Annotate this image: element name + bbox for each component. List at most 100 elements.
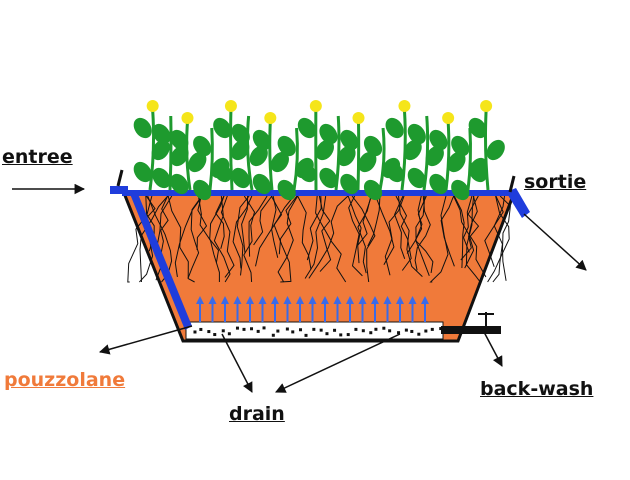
- gravel-dot: [354, 327, 358, 331]
- flow-arrow-head: [371, 296, 379, 304]
- gravel-dot: [319, 328, 323, 332]
- gravel-dot: [417, 332, 421, 336]
- label-entree: entree: [2, 146, 73, 168]
- leaf: [363, 135, 383, 157]
- plant-stem: [378, 127, 386, 191]
- leaf: [170, 129, 189, 151]
- root: [465, 195, 481, 283]
- plants: [133, 100, 505, 201]
- plant-roots: [127, 195, 511, 283]
- plant-stem: [246, 115, 254, 191]
- root: [357, 195, 372, 274]
- upflow-arrows: [196, 296, 429, 322]
- gravel-dot: [213, 333, 217, 337]
- flow-arrow-head: [308, 296, 317, 304]
- root: [255, 195, 295, 267]
- leaf: [151, 139, 170, 161]
- drain-arrow-1: [221, 333, 253, 393]
- root: [347, 195, 362, 264]
- root: [429, 195, 449, 283]
- plant-stem: [268, 121, 274, 191]
- flower: [480, 100, 493, 112]
- leaf: [319, 123, 338, 145]
- gravel-dot: [439, 327, 443, 331]
- gravel-dot: [304, 333, 308, 337]
- gravel-dot: [339, 333, 343, 337]
- root: [174, 195, 203, 277]
- root: [213, 195, 231, 283]
- leaf: [170, 145, 189, 167]
- plant-stem: [229, 109, 234, 191]
- plant-stem: [208, 127, 214, 191]
- leaf: [297, 117, 316, 139]
- leaf: [188, 151, 207, 173]
- root: [375, 195, 395, 266]
- leaf: [447, 151, 466, 173]
- leaf: [252, 173, 271, 195]
- flow-arrow-head: [271, 296, 279, 304]
- flow-arrow-head: [233, 296, 242, 304]
- gravel-dot: [369, 331, 373, 335]
- gravel-dot: [256, 329, 260, 333]
- leaf: [193, 135, 212, 157]
- flower: [309, 100, 322, 112]
- leaf: [133, 117, 152, 139]
- gravel-dot: [235, 326, 239, 330]
- root: [492, 195, 506, 283]
- gravel-dot: [227, 332, 231, 336]
- flower: [224, 100, 237, 112]
- gravel-dot: [250, 327, 254, 331]
- leaf: [407, 167, 426, 189]
- leaf: [231, 139, 250, 161]
- leaf: [277, 135, 296, 157]
- inlet-downpipe: [130, 194, 192, 330]
- root: [406, 195, 427, 254]
- root: [315, 195, 347, 283]
- flow-arrow-head: [246, 296, 254, 304]
- leaf: [486, 139, 505, 161]
- drain-arrow-2: [275, 333, 401, 393]
- leaf: [429, 129, 448, 151]
- leaf: [340, 129, 359, 151]
- flow-arrow-head: [396, 296, 404, 304]
- flow-arrow-head: [258, 296, 267, 304]
- root: [215, 195, 225, 249]
- plant-stem: [466, 127, 472, 191]
- root: [348, 195, 363, 277]
- root: [278, 195, 298, 255]
- leaf: [231, 123, 250, 145]
- gravel-dot: [397, 331, 401, 335]
- flow-arrow-head: [408, 296, 417, 304]
- leaf: [315, 139, 334, 161]
- root: [253, 195, 273, 246]
- leaf: [213, 117, 232, 139]
- flow-arrow-head: [383, 296, 392, 304]
- label-sortie: sortie: [524, 171, 587, 193]
- root: [236, 195, 250, 276]
- leaf: [277, 179, 296, 201]
- flower: [442, 112, 455, 124]
- inlet-stub: [116, 169, 124, 187]
- leaf: [340, 173, 359, 195]
- flow-arrow-head: [196, 296, 204, 304]
- flow-arrow-head: [333, 296, 342, 304]
- root: [453, 195, 465, 269]
- leaf: [152, 123, 171, 145]
- root: [414, 195, 434, 273]
- inlet-pipe: [110, 186, 128, 194]
- leaf: [297, 161, 316, 183]
- gravel-dot: [312, 327, 316, 331]
- root: [297, 195, 312, 270]
- leaf: [358, 151, 377, 173]
- leaf: [133, 161, 152, 183]
- gravel-dot: [193, 330, 197, 334]
- gravel-dot: [388, 329, 392, 333]
- root: [209, 195, 225, 263]
- gravel-dot: [271, 333, 275, 337]
- gravel-dot: [374, 327, 378, 331]
- plant-stem: [356, 121, 361, 191]
- flower: [352, 112, 365, 124]
- gravel-dot: [285, 327, 289, 331]
- flow-arrow-head: [358, 296, 367, 304]
- leaf: [170, 173, 189, 195]
